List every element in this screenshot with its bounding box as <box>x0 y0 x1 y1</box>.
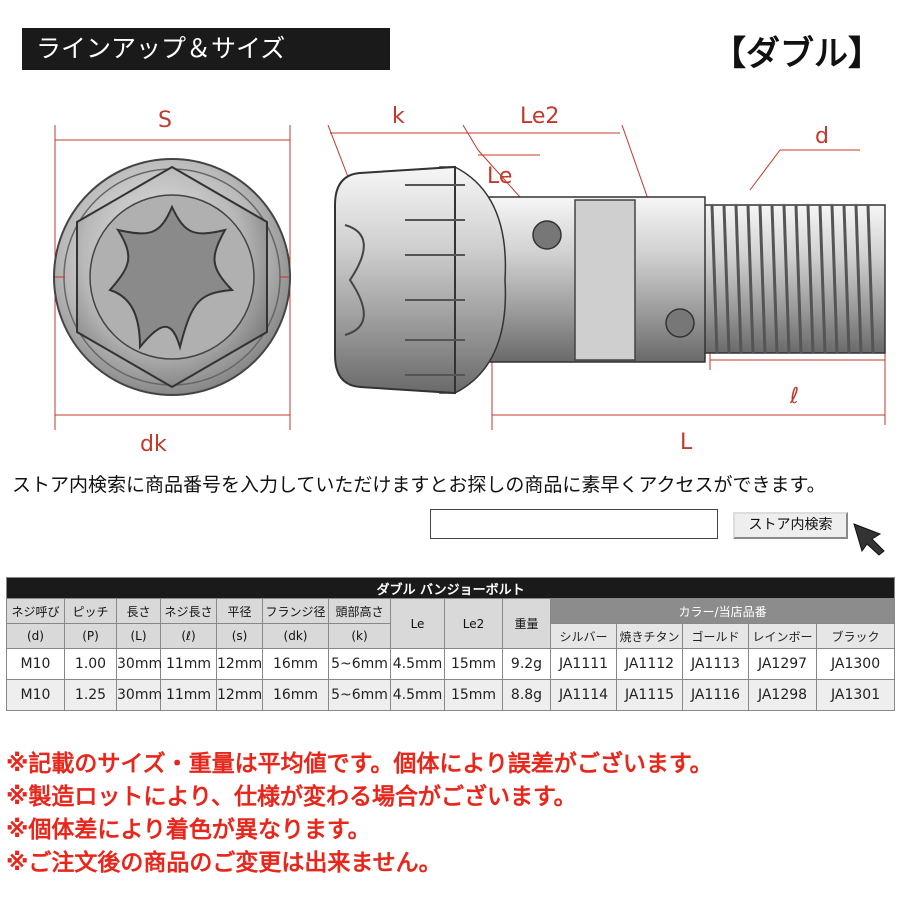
col-color-black: ブラック <box>815 623 896 649</box>
col-color-rainbow: レインボー <box>748 623 817 649</box>
cell-code-gold: JA1113 <box>682 648 749 680</box>
cell-le: 4.5mm <box>390 648 445 680</box>
col-weight: 重量 <box>502 598 551 649</box>
col-color-silver: シルバー <box>550 623 617 649</box>
cell-pitch: 1.25 <box>64 679 117 711</box>
col-thread-sub: (d) <box>6 623 65 649</box>
cell-thread-length: 11mm <box>160 679 217 711</box>
cell-code-burnt-titanium: JA1115 <box>616 679 683 711</box>
search-instructions: ストア内検索に商品番号を入力していただけますとお探しの商品に素早くアクセスができ… <box>12 474 826 496</box>
col-flange-sub: (dk) <box>262 623 329 649</box>
cell-code-burnt-titanium: JA1112 <box>616 648 683 680</box>
cell-code-black: JA1300 <box>815 648 896 680</box>
variant-label: 【ダブル】 <box>712 34 882 74</box>
top-view: S dk <box>53 108 291 457</box>
cell-head-height: 5~6mm <box>328 679 391 711</box>
cell-flange: 16mm <box>262 648 329 680</box>
col-flange: フランジ径 <box>262 598 329 624</box>
cell-code-gold: JA1116 <box>682 679 749 711</box>
label-dk: dk <box>140 432 167 457</box>
cell-code-rainbow: JA1297 <box>748 648 817 680</box>
cell-length: 30mm <box>116 648 162 680</box>
col-flat: 平径 <box>216 598 263 624</box>
bolt-diagram: S dk k Le2 Le d ℓ L <box>53 104 886 457</box>
cell-le: 4.5mm <box>390 679 445 711</box>
notes: ※記載のサイズ・重量は平均値です。個体により誤差がございます。 ※製造ロットによ… <box>6 748 713 880</box>
cell-weight: 9.2g <box>502 648 551 680</box>
label-le2: Le2 <box>520 104 559 129</box>
cell-thread: M10 <box>6 679 65 711</box>
store-search-input[interactable] <box>430 509 718 539</box>
cell-code-silver: JA1114 <box>550 679 617 711</box>
label-l-small: ℓ <box>789 384 799 409</box>
arrow-cursor-icon <box>853 523 885 556</box>
col-thread-length: ネジ長さ <box>160 598 217 624</box>
note-item: ※個体差により着色が異なります。 <box>6 817 371 843</box>
cell-code-silver: JA1111 <box>550 648 617 680</box>
col-length: 長さ <box>116 598 161 624</box>
spec-table: ダブル バンジョーボルト ネジ呼び ピッチ 長さ ネジ長さ 平径 フランジ径 頭… <box>5 577 896 711</box>
col-color-burnt-titanium: 焼きチタン <box>616 623 683 649</box>
cell-thread-length: 11mm <box>160 648 217 680</box>
cell-thread: M10 <box>6 648 65 680</box>
table-row: M10 1.25 30mm 11mm 12mm 16mm 5~6mm 4.5mm… <box>6 679 896 711</box>
col-color-group: カラー/当店品番 <box>549 598 896 624</box>
col-color-gold: ゴールド <box>682 623 749 649</box>
cell-le2: 15mm <box>444 679 503 711</box>
table-row: M10 1.00 30mm 11mm 12mm 16mm 5~6mm 4.5mm… <box>6 648 896 680</box>
cell-flange: 16mm <box>262 679 329 711</box>
col-pitch-sub: (P) <box>64 623 117 649</box>
col-head-height: 頭部高さ <box>328 598 391 624</box>
label-le: Le <box>487 164 512 189</box>
col-le2: Le2 <box>444 598 503 649</box>
label-d: d <box>815 124 829 149</box>
col-le: Le <box>390 598 445 649</box>
col-pitch: ピッチ <box>64 598 117 624</box>
col-flat-sub: (s) <box>216 623 263 649</box>
cell-weight: 8.8g <box>502 679 551 711</box>
cell-length: 30mm <box>116 679 162 711</box>
col-thread: ネジ呼び <box>6 598 65 624</box>
label-l-big: L <box>680 430 693 455</box>
side-view: k Le2 Le d ℓ L <box>327 104 886 455</box>
cell-pitch: 1.00 <box>64 648 117 680</box>
store-search-button[interactable]: ストア内検索 <box>733 512 848 539</box>
cell-flat: 12mm <box>216 679 263 711</box>
col-thread-length-sub: (ℓ) <box>160 623 217 649</box>
cell-head-height: 5~6mm <box>328 648 391 680</box>
note-item: ※製造ロットにより、仕様が変わる場合がございます。 <box>6 784 577 810</box>
table-title: ダブル バンジョーボルト <box>5 577 896 599</box>
cell-code-rainbow: JA1298 <box>748 679 817 711</box>
label-k: k <box>392 104 405 129</box>
col-head-height-sub: (k) <box>328 623 391 649</box>
cell-le2: 15mm <box>444 648 503 680</box>
section-title: ラインアップ＆サイズ <box>36 34 286 63</box>
note-item: ※ご注文後の商品のご変更は出来ません。 <box>6 850 442 876</box>
col-length-sub: (L) <box>116 623 161 649</box>
section-header: ラインアップ＆サイズ <box>22 28 390 70</box>
cell-flat: 12mm <box>216 648 263 680</box>
note-item: ※記載のサイズ・重量は平均値です。個体により誤差がございます。 <box>6 751 713 777</box>
cell-code-black: JA1301 <box>815 679 896 711</box>
label-s: S <box>158 108 172 133</box>
